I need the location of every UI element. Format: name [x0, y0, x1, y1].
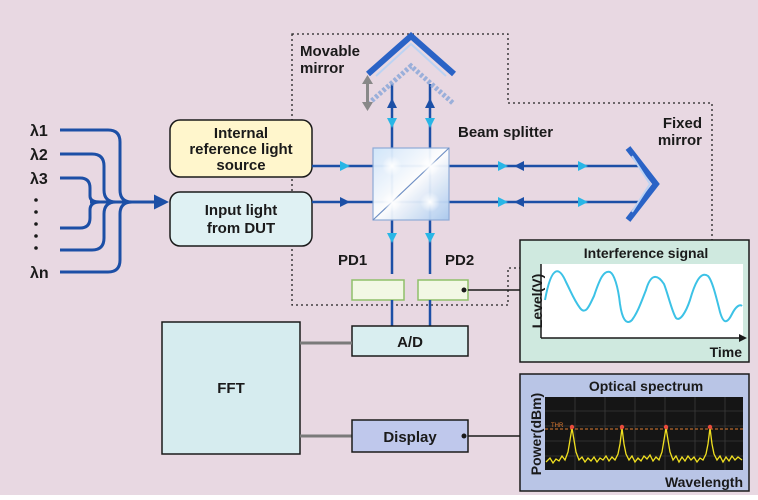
ad-label: A/D: [397, 334, 423, 351]
beam-splitter-cube: [372, 147, 450, 221]
ellipsis-dot: [34, 222, 38, 226]
wavelength-1: λ1: [30, 123, 48, 140]
wavelength-n: λn: [30, 265, 49, 282]
interference-signal-panel: Interference signal Level(V) Time: [519, 239, 750, 363]
ad-converter-box: [351, 325, 469, 357]
pd2-label: PD2: [445, 252, 474, 269]
wavelength-bracket: [60, 128, 169, 274]
fixed-mirror-label-line1: Fixed: [663, 115, 702, 132]
interference-xlabel: Time: [710, 344, 743, 360]
wavelength-labels: λ1 λ2 λ3 λn: [30, 123, 49, 282]
pd1-label: PD1: [338, 252, 367, 269]
connector-dot: [461, 433, 467, 439]
connector-dot: [461, 287, 467, 293]
reference-label-line1: Internal: [214, 125, 268, 142]
peak-markers: [569, 424, 713, 430]
ellipsis-dot: [34, 246, 38, 250]
reference-label-line2: reference light: [189, 141, 292, 158]
ellipsis-dot: [34, 234, 38, 238]
spectrum-xlabel: Wavelength: [665, 474, 743, 490]
interference-ylabel: Level(V): [529, 274, 545, 328]
pd1-detector: [351, 279, 405, 301]
display-box: [351, 419, 469, 453]
fixed-mirror-label-line2: mirror: [658, 132, 702, 149]
wavelength-3: λ3: [30, 171, 48, 188]
threshold-label: THR: [551, 423, 564, 429]
fft-label: FFT: [217, 380, 245, 397]
interference-title: Interference signal: [584, 245, 709, 261]
display-label: Display: [383, 429, 437, 446]
spectrum-trace: [545, 427, 743, 465]
gray-connectors: [300, 341, 352, 438]
spectrum-title: Optical spectrum: [589, 378, 703, 394]
wavelength-2: λ2: [30, 147, 48, 164]
ellipsis-dot: [34, 198, 38, 202]
reference-label-line3: source: [216, 157, 265, 174]
movable-mirror-label-line2: mirror: [300, 60, 344, 77]
spectrum-grid: [545, 397, 743, 470]
beam-splitter-label: Beam splitter: [458, 124, 553, 141]
movable-mirror: [366, 31, 456, 106]
reference-light-source-box: [169, 119, 313, 178]
movable-mirror-label-line1: Movable: [300, 43, 360, 60]
pd2-detector: [417, 279, 469, 301]
spectrum-ylabel: Power(dBm): [528, 393, 544, 475]
beam-arrowheads: [340, 98, 588, 243]
optical-spectrum-panel: Optical spectrum THR Power(dBm) Waveleng…: [519, 373, 750, 492]
input-label-line1: Input light: [205, 202, 277, 219]
horizontal-beams: [312, 164, 640, 204]
detector-ad-lines: [390, 300, 432, 326]
mirror-movement-arrow: [362, 75, 373, 111]
ellipsis-dot: [34, 210, 38, 214]
input-light-box: [169, 191, 313, 247]
interference-signal-trace: [544, 270, 743, 323]
fixed-mirror: [625, 146, 660, 222]
x-axis-arrowhead: [739, 334, 747, 342]
input-label-line2: from DUT: [207, 220, 275, 237]
fft-box: [161, 321, 301, 455]
